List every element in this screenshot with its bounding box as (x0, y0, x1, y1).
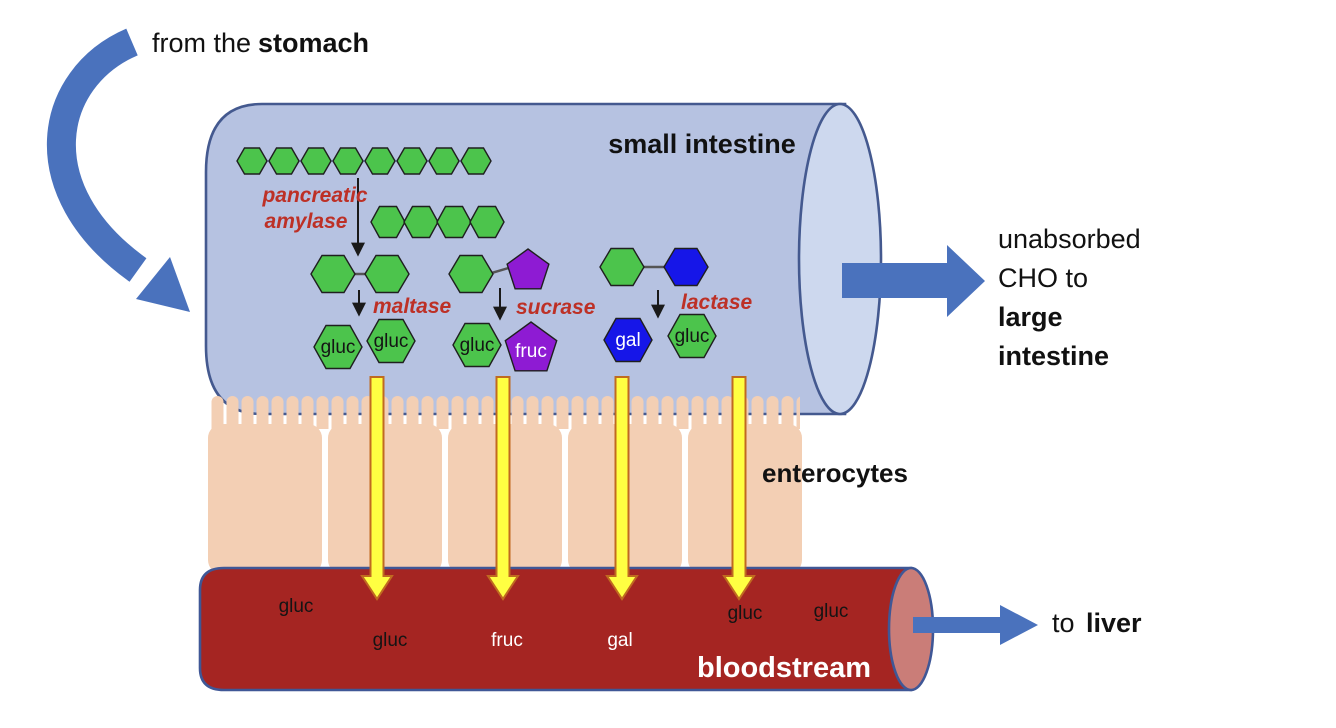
enterocytes-label: enterocytes (762, 458, 908, 488)
galactose-label: gal (615, 330, 640, 351)
maltase-label: maltase (373, 295, 452, 318)
blood-galactose-label: gal (607, 630, 632, 651)
starch-hexose-unit (460, 147, 492, 175)
absorption-arrow (722, 376, 756, 601)
svg-text:large: large (998, 302, 1063, 332)
starch-hexose-unit (268, 147, 300, 175)
bloodstream-label: bloodstream (697, 652, 871, 684)
enterocyte-cell (328, 424, 442, 574)
unabsorbed-cho-arrow (842, 245, 985, 317)
from-stomach-curved-arrow (46, 28, 190, 312)
glucose-label: gluc (321, 337, 356, 358)
pancreatic-amylase-label-line2: amylase (265, 210, 348, 233)
blood-glucose-label: gluc (373, 630, 408, 651)
starch-hexose-unit (332, 147, 364, 175)
starch-hexose-unit (236, 147, 268, 175)
svg-text:unabsorbed: unabsorbed (998, 224, 1141, 254)
absorption-arrow (360, 376, 394, 601)
absorption-arrow (486, 376, 520, 601)
blood-glucose-label: gluc (814, 601, 849, 622)
enterocyte-cell (208, 424, 322, 574)
glucose-label: gluc (675, 326, 710, 347)
glucose-label: gluc (374, 331, 409, 352)
starch-hexose-unit (428, 147, 460, 175)
lactase-label: lactase (681, 291, 753, 314)
to-liver-label: to liver (1052, 608, 1142, 638)
to-liver-arrow (913, 605, 1038, 645)
from-stomach-label: from the stomach (152, 28, 369, 58)
fructose-label: fruc (515, 341, 547, 362)
sucrase-label: sucrase (516, 296, 596, 319)
starch-hexose-unit (396, 147, 428, 175)
pancreatic-amylase-label-line1: pancreatic (261, 184, 367, 207)
blood-glucose-label: gluc (728, 603, 763, 624)
small-intestine-end-cap (797, 102, 883, 416)
small-intestine-title: small intestine (608, 129, 796, 159)
glucose-label: gluc (460, 335, 495, 356)
unabsorbed-cho-label: unabsorbed CHO to large intestine (998, 224, 1141, 371)
absorption-arrows (360, 376, 756, 601)
blood-fructose-label: fruc (491, 630, 523, 651)
absorption-arrow (605, 376, 639, 601)
svg-text:intestine: intestine (998, 341, 1109, 371)
curved-arrow-head (136, 257, 190, 312)
svg-text:CHO to: CHO to (998, 263, 1088, 293)
curved-arrow-body (46, 28, 147, 282)
starch-hexose-unit (364, 147, 396, 175)
starch-hexose-unit (300, 147, 332, 175)
enzyme-labels: pancreatic amylase maltase sucrase lacta… (261, 184, 752, 319)
blood-glucose-label: gluc (279, 596, 314, 617)
